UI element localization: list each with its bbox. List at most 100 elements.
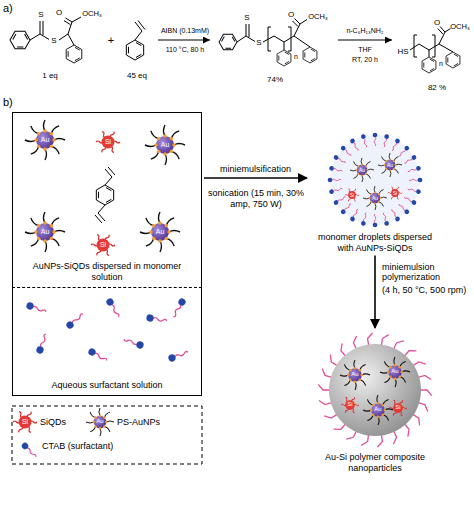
legend-text: PS-AuNPs: [117, 417, 160, 428]
surfactant-molecule: [340, 145, 353, 158]
particle-figure: Au-Si polymer composite nanoparticles: [305, 331, 445, 474]
vinyl-tail: [404, 424, 409, 437]
surfactant-molecule: [360, 212, 368, 226]
surfactant-molecule: [25, 301, 47, 315]
atom-label: OCH₃: [303, 12, 333, 21]
surfactant-molecule: [340, 202, 353, 215]
particle-symbol: Au: [37, 228, 53, 236]
vinyl-tail: [346, 431, 356, 439]
vinyl-tail: [322, 369, 332, 378]
droplet-figure: monomer droplets dispersed with AuNPs-Si…: [310, 133, 440, 254]
surfactant-molecule: [170, 297, 187, 318]
atom-label: S: [33, 10, 49, 20]
atom-label: S: [46, 36, 62, 46]
legend-sample: [13, 411, 37, 433]
surfactant-molecule: [333, 195, 347, 206]
divinylbenzene-structure: [95, 167, 115, 223]
vinyl-tail: [324, 414, 337, 418]
cta-structure: [8, 17, 82, 63]
styrene-structure: [135, 21, 145, 41]
repeat-index: n: [290, 53, 302, 61]
gold-nanoparticle: [363, 186, 387, 210]
gold-nanoparticle: [25, 120, 185, 252]
gold-nanoparticle: [363, 395, 393, 425]
polymer-structure: [268, 27, 291, 51]
vinyl-tail: [361, 435, 368, 446]
process-arrow: [374, 256, 376, 328]
surfactant-molecule: [35, 333, 49, 355]
gold-nanoparticle: [378, 153, 402, 177]
styrene-structure: [126, 21, 145, 61]
vinyl-tail: [418, 403, 428, 412]
reaction-arrow: [158, 39, 210, 40]
yield-note: 82 %: [419, 83, 455, 93]
vinyl-tail: [418, 375, 431, 379]
vinyl-tail: [381, 335, 388, 346]
legend-sample: [20, 441, 38, 459]
polymer-structure: [284, 42, 285, 50]
particle-symbol: Au: [37, 136, 53, 144]
node-text: monomer droplets dispersed with AuNPs-Si…: [310, 232, 440, 254]
surfactant-shell: [328, 133, 423, 228]
cta-structure: [8, 27, 33, 53]
process-condition: sonication (15 min, 30% amp, 750 W): [204, 188, 308, 210]
node-text: Au-Si polymer composite nanoparticles: [305, 452, 445, 474]
gold-nanoparticle: [340, 360, 370, 390]
silicon-quantum-dot: [345, 186, 402, 201]
surfactant-molecule: [329, 165, 343, 173]
vinyl-tail: [413, 362, 426, 366]
vinyl-tail: [341, 343, 346, 356]
surfactant-molecule: [409, 178, 422, 183]
particle-symbol: Au: [356, 167, 368, 173]
legend-text: CTAB (surfactant): [42, 441, 113, 452]
particle-symbol: Si: [100, 138, 116, 146]
panel-letter: a): [3, 2, 33, 15]
atom-label: O: [283, 10, 299, 20]
surfactant-molecule: [403, 154, 417, 165]
polymer-structure: [277, 50, 291, 66]
vinyl-tail: [394, 341, 404, 349]
silicon-quantum-dot: [341, 397, 359, 413]
surfactant-molecule: [390, 138, 401, 152]
reaction-condition: AIBN (0.13mM): [150, 27, 220, 35]
polymer-structure: [217, 19, 317, 67]
legend-sample: [13, 408, 114, 459]
cta-structure: [30, 17, 81, 45]
node-text: AuNPs-SiQDs dispersed in monomer solutio…: [17, 261, 197, 283]
particle-symbol: Au: [369, 195, 381, 201]
particle-symbol: Si: [95, 241, 111, 249]
vinyl-tail: [353, 336, 356, 349]
vinyl-tail: [368, 333, 373, 345]
surfactant-molecule: [360, 134, 368, 148]
silicon-quantum-dot: [91, 234, 115, 256]
figure-space: [305, 331, 445, 452]
vinyl-tail: [318, 384, 330, 390]
silicon-quantum-dot: [389, 400, 407, 416]
silicon-quantum-dot: [91, 131, 120, 256]
surfactant-molecule: [105, 297, 122, 318]
surfactant-molecule: [65, 311, 85, 330]
thiol-polymer-structure: [414, 35, 435, 57]
particle-symbol: Au: [157, 141, 173, 149]
surfactant-molecule: [123, 336, 145, 350]
silicon-quantum-dot: [341, 397, 407, 416]
surfactant-molecule: [373, 214, 378, 227]
silicon-quantum-dot: [96, 131, 120, 153]
atom-label: OCH₃: [77, 9, 107, 18]
surfactant-molecule: [349, 208, 360, 222]
particle-symbol: Si: [391, 404, 405, 411]
polymer-structure: [293, 19, 311, 48]
gold-nanoparticle: [340, 357, 410, 425]
gold-nanoparticle: [145, 125, 185, 165]
surfactant-molecule: [397, 202, 410, 215]
equivalents-note: 1 eq: [32, 71, 68, 81]
particle-symbol: Au: [371, 406, 385, 413]
reaction-condition: 110 °C, 80 h: [150, 46, 220, 54]
arrow-label: miniemulsion polymerization: [382, 262, 470, 284]
figure-space: [310, 133, 440, 232]
thiol-polymer-structure: [410, 27, 460, 74]
monomer-droplet: [330, 135, 420, 225]
